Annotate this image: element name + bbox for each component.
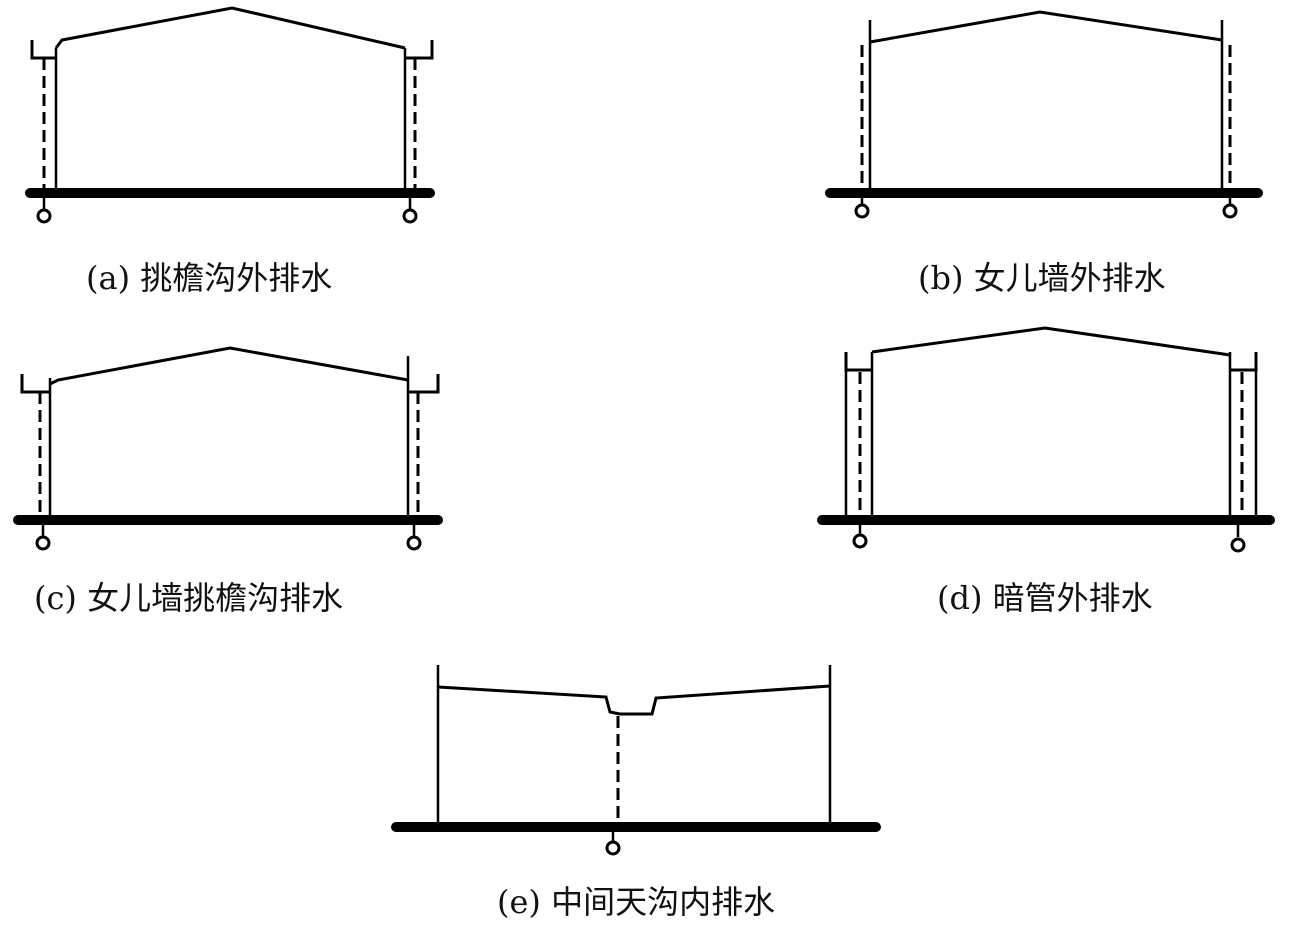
manhole-left [852, 533, 868, 549]
figure-c-parapet-eave-gutter [13, 346, 443, 551]
manhole-left [36, 208, 52, 224]
caption-b: (b) 女儿墙外排水 [918, 259, 1166, 297]
gutter-right [408, 374, 440, 394]
manhole-left [35, 535, 51, 551]
gutter-right [405, 40, 434, 60]
roof-with-valley-gutter [437, 684, 831, 716]
figure-e-internal-valley-gutter [391, 665, 881, 856]
caption-c: (c) 女儿墙挑檐沟排水 [34, 579, 344, 617]
figure-b-parapet-external [825, 10, 1263, 219]
gutter-left [20, 374, 50, 394]
manhole-right [406, 535, 422, 551]
caption-e: (e) 中间天沟内排水 [497, 883, 776, 921]
manhole-right [402, 208, 418, 224]
roof [49, 346, 409, 386]
manhole [605, 840, 621, 856]
manhole-right [1222, 203, 1238, 219]
figure-a-eave-gutter [25, 6, 435, 224]
manhole-left [854, 203, 870, 219]
roof [869, 10, 1223, 44]
figure-d-concealed-pipe [817, 326, 1275, 553]
gutter-right [1230, 352, 1258, 372]
gutter-left [844, 352, 872, 372]
gutter-left [30, 40, 56, 60]
caption-d: (d) 暗管外排水 [937, 579, 1153, 617]
manhole-right [1230, 537, 1246, 553]
caption-a: (a) 挑檐沟外排水 [86, 259, 333, 297]
roof [871, 326, 1231, 357]
roof [54, 6, 406, 50]
